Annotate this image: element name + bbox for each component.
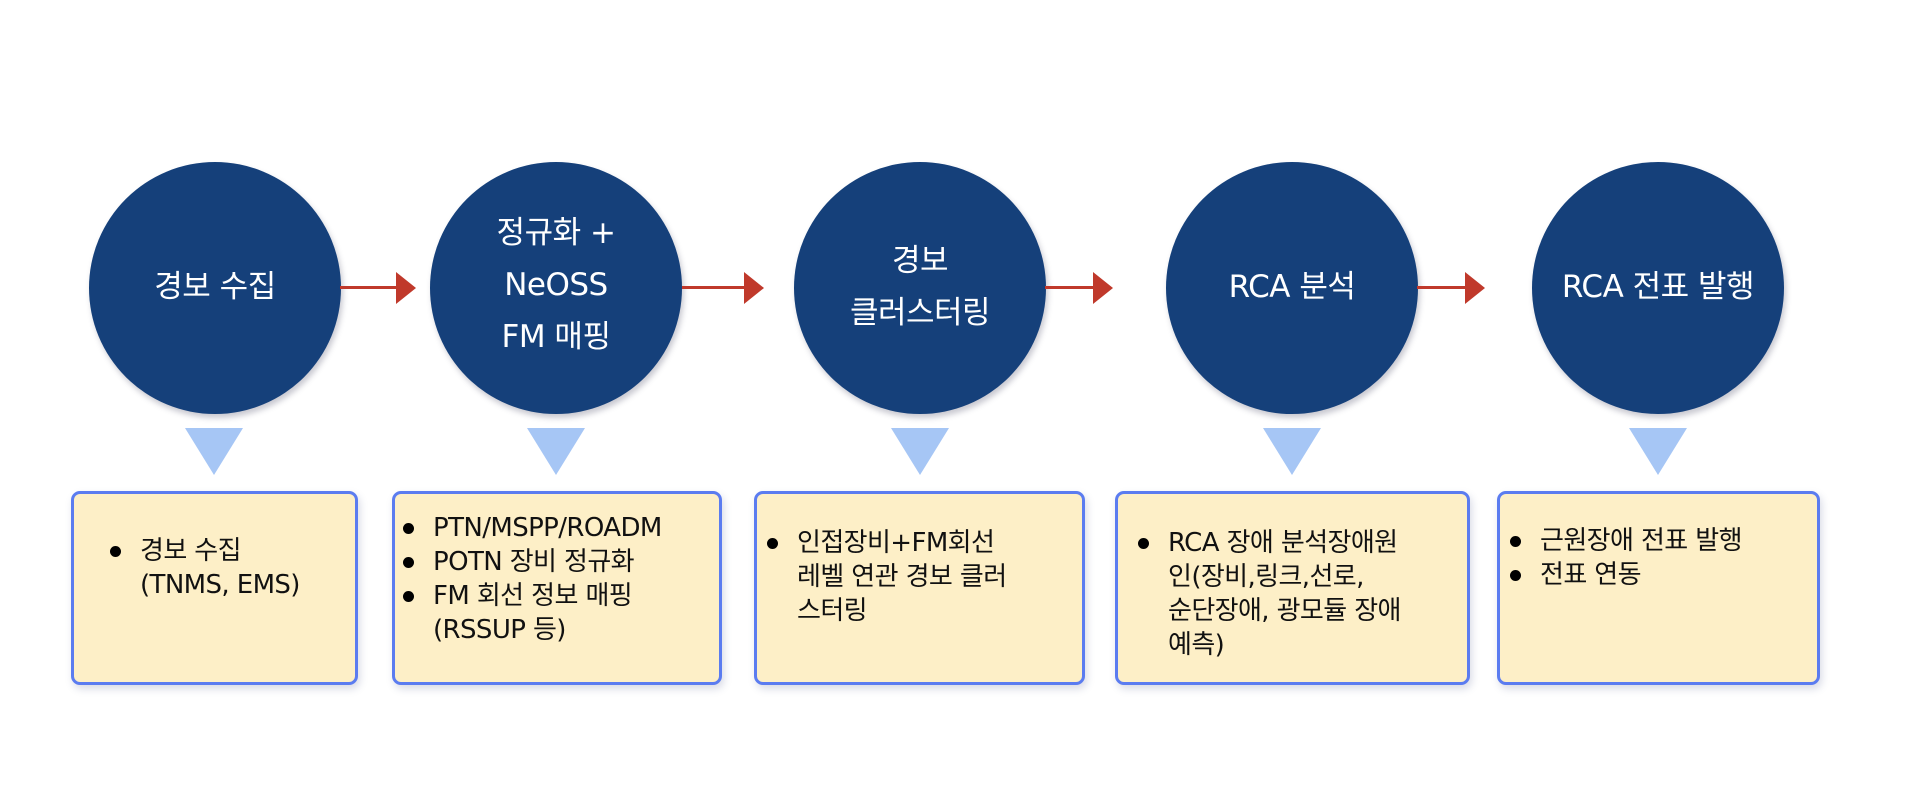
step-4-detail-list: RCA 장애 분석장애원 인(장비,링크,선로, 순단장애, 광모듈 장애 예측…: [1130, 526, 1461, 662]
bullet-icon: [1510, 570, 1521, 581]
detail-text: 전표 연동: [1540, 560, 1642, 590]
step-2-circle: 정규화 + NeOSS FM 매핑: [430, 162, 682, 414]
bullet-icon: [403, 557, 414, 568]
step-3-detail-list: 인접장비+FM회선 레벨 연관 경보 클러 스터링: [759, 526, 1076, 628]
step-2-down-triangle-icon: [527, 428, 585, 475]
arrow-head-icon: [744, 272, 764, 304]
step-4-detail-box: RCA 장애 분석장애원 인(장비,링크,선로, 순단장애, 광모듈 장애 예측…: [1115, 491, 1470, 685]
step-3-down-triangle-icon: [891, 428, 949, 475]
step-5-circle: RCA 전표 발행: [1532, 162, 1784, 414]
detail-item: POTN 장비 정규화: [395, 545, 713, 579]
step-1-down-triangle-icon: [185, 428, 243, 475]
flow-arrow-3-to-4: [1045, 272, 1113, 304]
step-4-down-triangle-icon: [1263, 428, 1321, 475]
arrow-shaft: [682, 286, 746, 289]
arrow-shaft: [340, 286, 398, 289]
step-1-circle: 경보 수집: [89, 162, 341, 414]
bullet-icon: [403, 523, 414, 534]
step-5-detail-list: 근원장애 전표 발행 전표 연동: [1502, 524, 1811, 592]
step-4-title: RCA 분석: [1228, 269, 1356, 305]
step-4-circle: RCA 분석: [1166, 162, 1418, 414]
step-2-detail-list: PTN/MSPP/ROADM POTN 장비 정규화 FM 회선 정보 매핑 (…: [395, 511, 713, 647]
step-5-detail-box: 근원장애 전표 발행 전표 연동: [1497, 491, 1820, 685]
arrow-shaft: [1045, 286, 1095, 289]
arrow-shaft: [1417, 286, 1467, 289]
step-3-detail-box: 인접장비+FM회선 레벨 연관 경보 클러 스터링: [754, 491, 1085, 685]
step-3-title: 경보 클러스터링: [849, 243, 991, 331]
step-1-detail-box: 경보 수집 (TNMS, EMS): [71, 491, 358, 685]
detail-text: FM 회선 정보 매핑 (RSSUP 등): [433, 581, 633, 645]
step-2-detail-box: PTN/MSPP/ROADM POTN 장비 정규화 FM 회선 정보 매핑 (…: [392, 491, 722, 685]
detail-item: FM 회선 정보 매핑 (RSSUP 등): [395, 579, 713, 647]
detail-item: 경보 수집 (TNMS, EMS): [102, 534, 349, 602]
detail-text: 인접장비+FM회선 레벨 연관 경보 클러 스터링: [797, 528, 1007, 626]
step-5-title: RCA 전표 발행: [1561, 269, 1755, 305]
step-2-title: 정규화 + NeOSS FM 매핑: [496, 215, 616, 355]
flow-arrow-1-to-2: [340, 272, 416, 304]
flow-arrow-4-to-5: [1417, 272, 1485, 304]
arrow-head-icon: [1093, 272, 1113, 304]
step-1-detail-list: 경보 수집 (TNMS, EMS): [102, 534, 349, 602]
flow-arrow-2-to-3: [682, 272, 764, 304]
detail-item: 인접장비+FM회선 레벨 연관 경보 클러 스터링: [759, 526, 1076, 628]
detail-text: PTN/MSPP/ROADM: [433, 513, 662, 543]
step-1-title: 경보 수집: [154, 269, 276, 305]
bullet-icon: [403, 591, 414, 602]
bullet-icon: [1138, 538, 1149, 549]
arrow-head-icon: [396, 272, 416, 304]
detail-item: 전표 연동: [1502, 558, 1811, 592]
detail-text: POTN 장비 정규화: [433, 547, 635, 577]
detail-text: RCA 장애 분석장애원 인(장비,링크,선로, 순단장애, 광모듈 장애 예측…: [1168, 528, 1401, 660]
step-5-down-triangle-icon: [1629, 428, 1687, 475]
detail-item: RCA 장애 분석장애원 인(장비,링크,선로, 순단장애, 광모듈 장애 예측…: [1130, 526, 1461, 662]
bullet-icon: [110, 546, 121, 557]
detail-item: PTN/MSPP/ROADM: [395, 511, 713, 545]
detail-item: 근원장애 전표 발행: [1502, 524, 1811, 558]
step-3-circle: 경보 클러스터링: [794, 162, 1046, 414]
bullet-icon: [1510, 536, 1521, 547]
bullet-icon: [767, 538, 778, 549]
arrow-head-icon: [1465, 272, 1485, 304]
detail-text: 근원장애 전표 발행: [1540, 526, 1742, 556]
detail-text: 경보 수집 (TNMS, EMS): [140, 536, 300, 600]
